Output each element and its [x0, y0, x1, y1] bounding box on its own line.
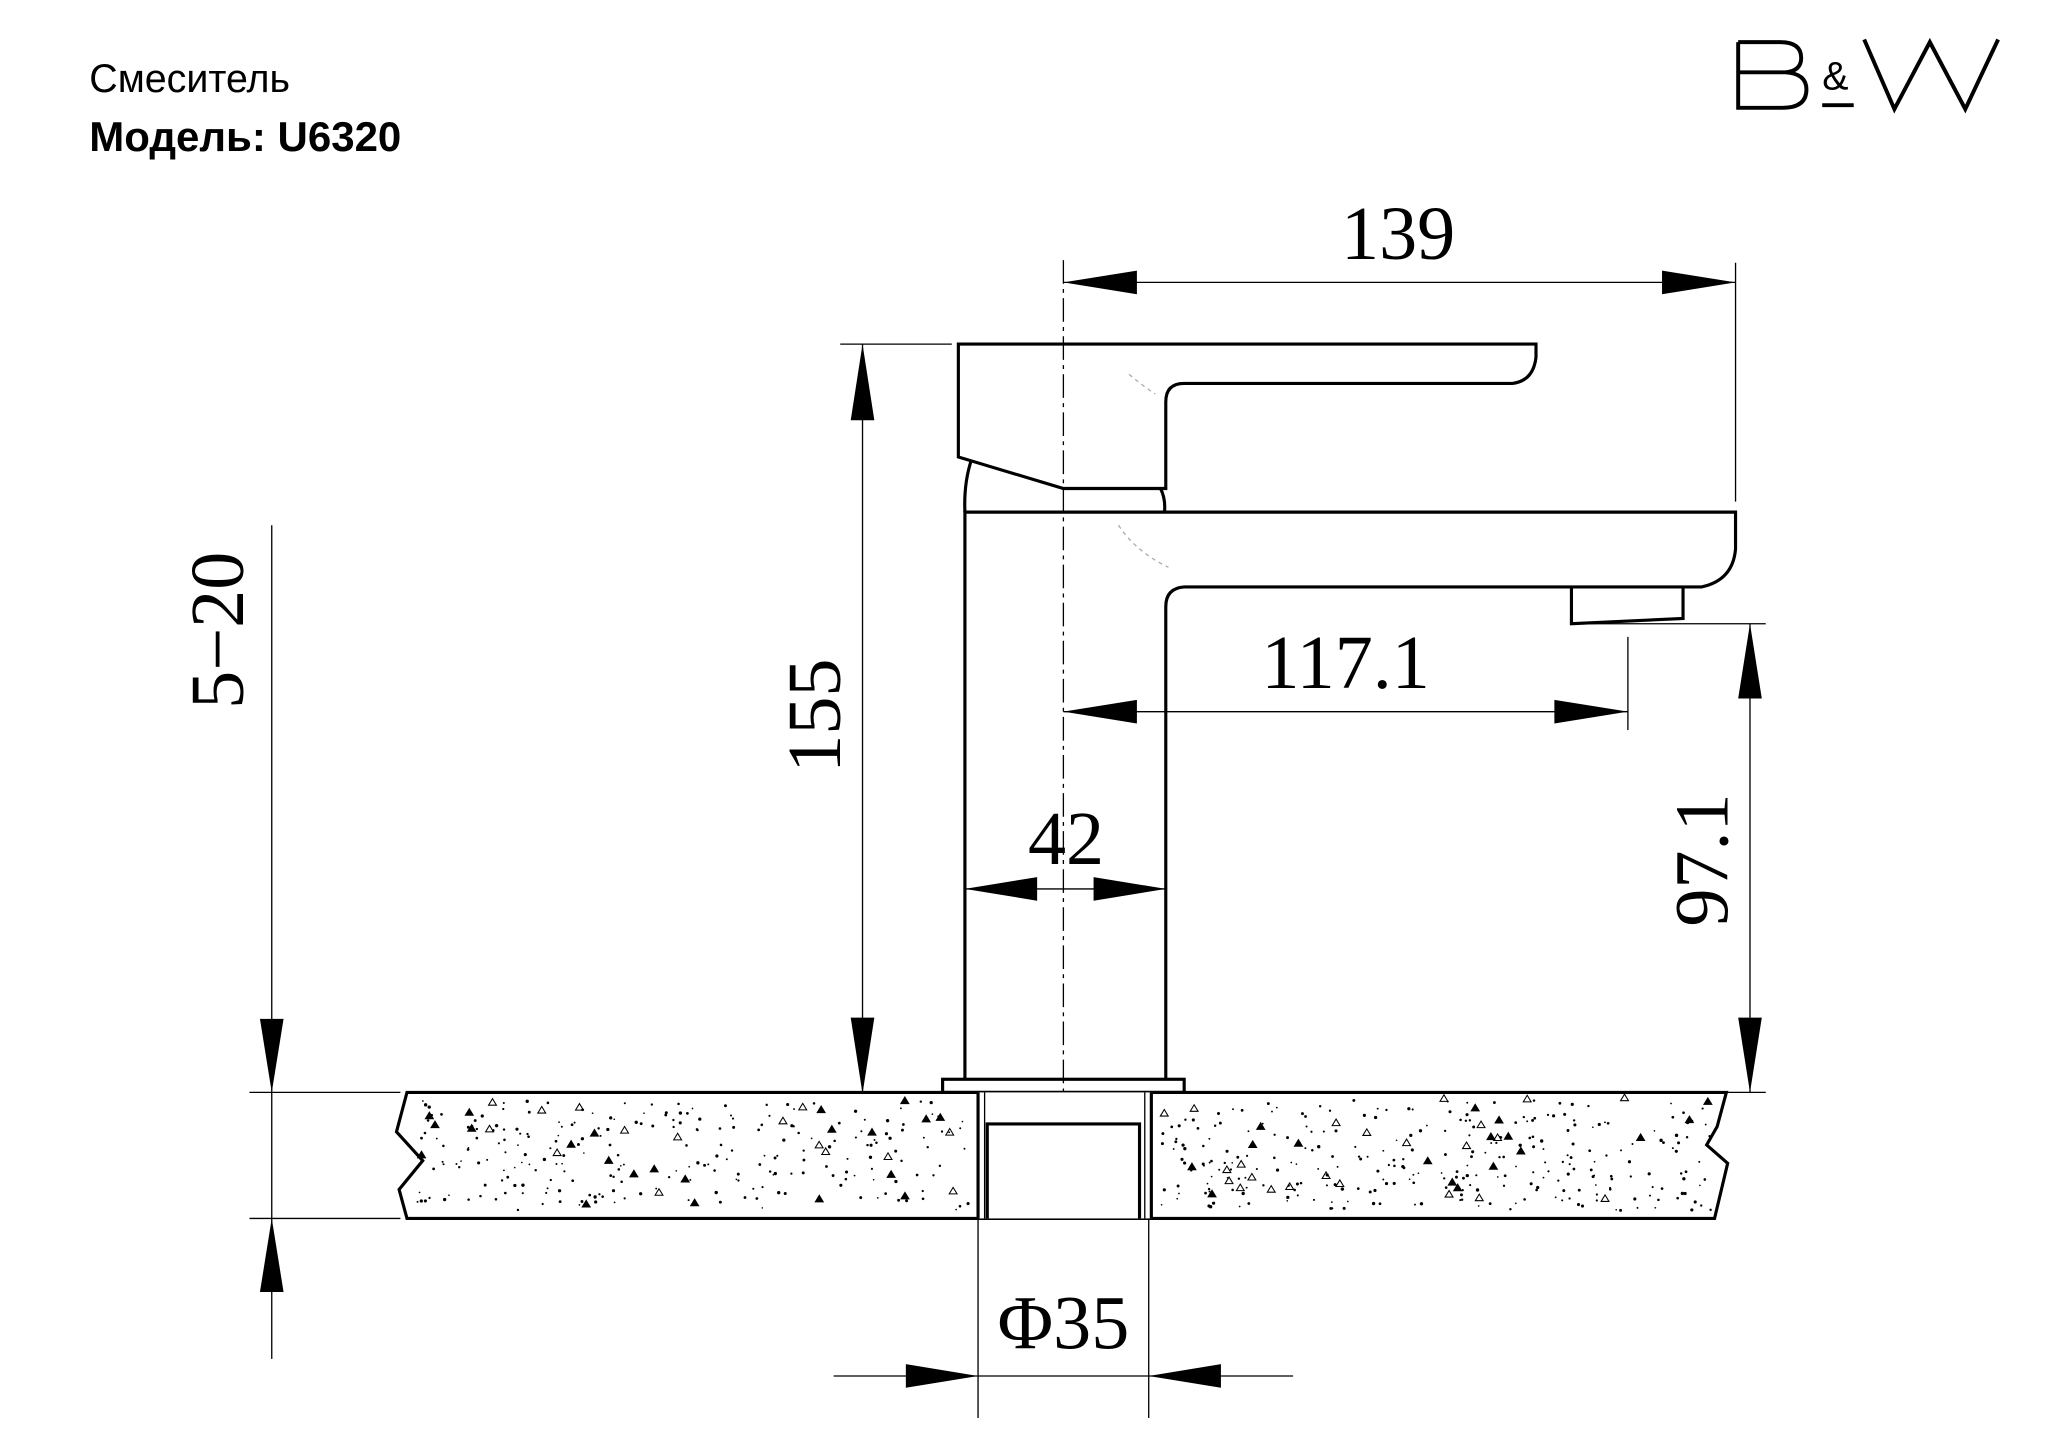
faucet-handle	[956, 342, 1538, 491]
svg-text:155: 155	[773, 659, 857, 773]
svg-text:139: 139	[1341, 192, 1455, 276]
mounting-shank	[985, 1122, 1142, 1219]
svg-text:5−20: 5−20	[176, 552, 260, 709]
product-type: Смеситель	[89, 57, 290, 101]
dimension-spout-reach: 117.1	[1063, 621, 1629, 731]
faucet-body	[963, 510, 1738, 1080]
svg-text:&: &	[1822, 54, 1848, 98]
dimension-body-diameter: 42	[964, 797, 1166, 901]
dimension-total-reach: 139	[1063, 192, 1737, 502]
dimension-hole-diameter: Φ35	[833, 1218, 1294, 1418]
svg-text:42: 42	[1028, 797, 1104, 881]
countertop	[394, 1090, 1730, 1221]
svg-text:117.1: 117.1	[1261, 621, 1429, 705]
dimension-counter-thickness: 5−20	[176, 525, 401, 1359]
model-label: Модель: U6320	[89, 113, 401, 160]
svg-text:97.1: 97.1	[1661, 793, 1745, 926]
aerator	[1569, 588, 1685, 626]
brand-logo: &	[1736, 37, 2000, 114]
dimension-total-height: 155	[773, 343, 952, 1094]
svg-text:Φ35: Φ35	[997, 1281, 1129, 1365]
dimension-spout-height: 97.1	[1184, 623, 1766, 1094]
